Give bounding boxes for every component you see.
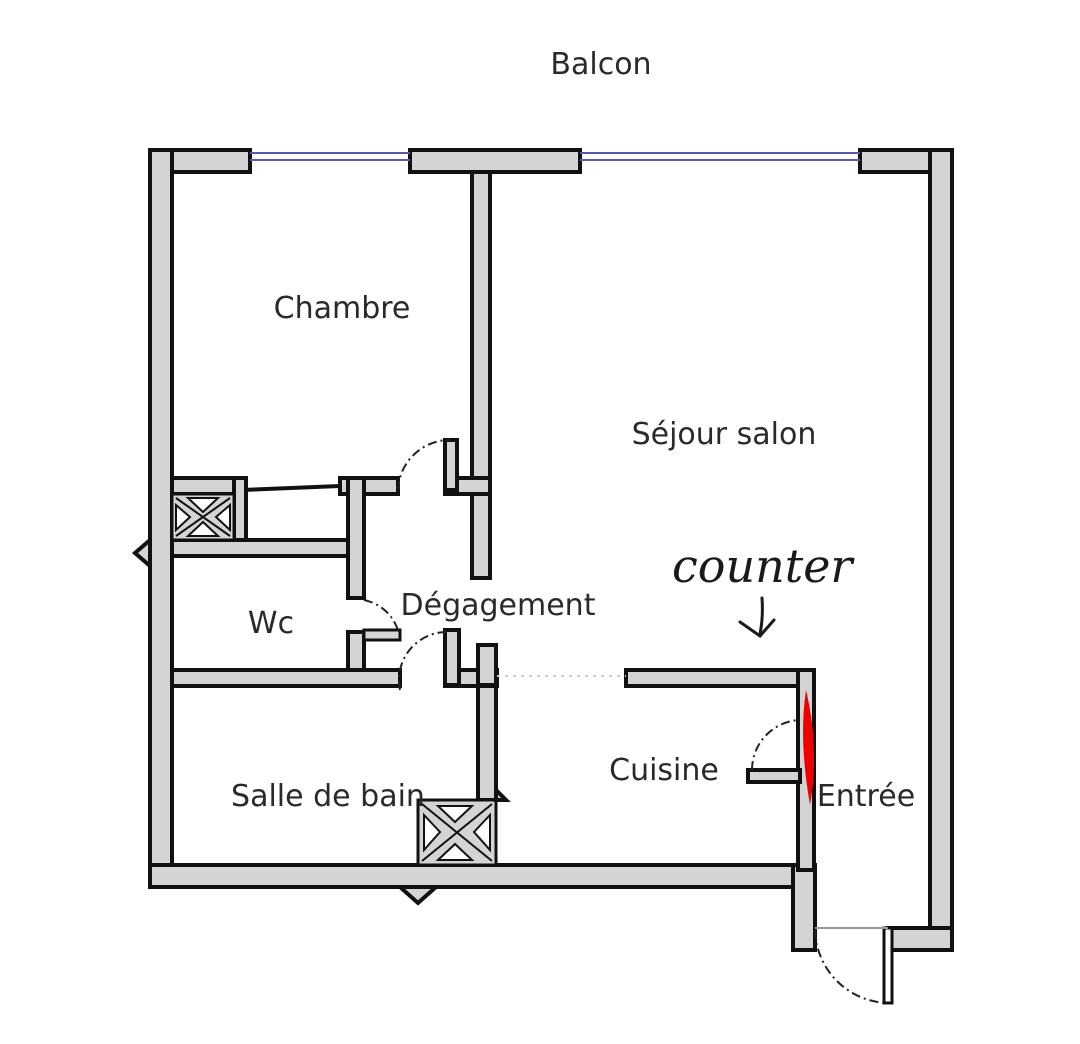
kitchen-door-jamb — [746, 768, 802, 784]
bedroom-door — [397, 439, 451, 491]
wc-right-wall-upper — [346, 476, 366, 600]
entrance-left-jamb — [791, 863, 817, 952]
hallway-label: Dégagement — [401, 588, 596, 623]
counter-arrow-icon — [738, 596, 776, 639]
bedroom-living-wall — [470, 170, 492, 499]
bottom-wall — [148, 863, 817, 889]
entrance-label: Entrée — [817, 779, 915, 814]
left-vent-nub — [131, 535, 152, 571]
kitchen-label: Cuisine — [609, 753, 719, 788]
top-wall-middle — [408, 148, 582, 174]
counter-annotation: counter — [672, 539, 855, 593]
wc-door — [362, 599, 449, 691]
kitchen-counter-wall — [624, 668, 816, 688]
balcony-windows — [250, 152, 860, 161]
hallway-right-stub — [476, 643, 498, 687]
kitchen-door — [750, 719, 801, 771]
bedroom-bottom-wall-left — [170, 476, 244, 496]
counter-marker — [803, 690, 815, 805]
wc-label: Wc — [248, 606, 294, 641]
wc-top-wall — [170, 538, 364, 558]
bathroom-label: Salle de bain — [231, 779, 425, 814]
balcony-label: Balcon — [550, 47, 651, 82]
bathroom-kitchen-wall — [476, 684, 498, 802]
living-label: Séjour salon — [632, 417, 817, 452]
closet-door-line — [241, 484, 341, 492]
shaft-nub-right — [494, 785, 511, 802]
interior-walls — [170, 170, 816, 872]
bedroom-door-jamb — [443, 438, 459, 492]
shaft-bottom — [416, 798, 498, 867]
wc-bottom-wall — [170, 668, 402, 688]
hallway-left-stub — [443, 628, 461, 687]
left-wall — [148, 148, 174, 887]
right-wall — [928, 148, 954, 952]
bottom-vent-nub — [394, 885, 442, 906]
entrance-right-jamb — [886, 926, 954, 952]
entrance-door — [814, 926, 894, 1005]
bedroom-label: Chambre — [274, 291, 411, 326]
wc-right-wall-lower — [346, 630, 366, 674]
shaft-top-left — [170, 492, 236, 542]
